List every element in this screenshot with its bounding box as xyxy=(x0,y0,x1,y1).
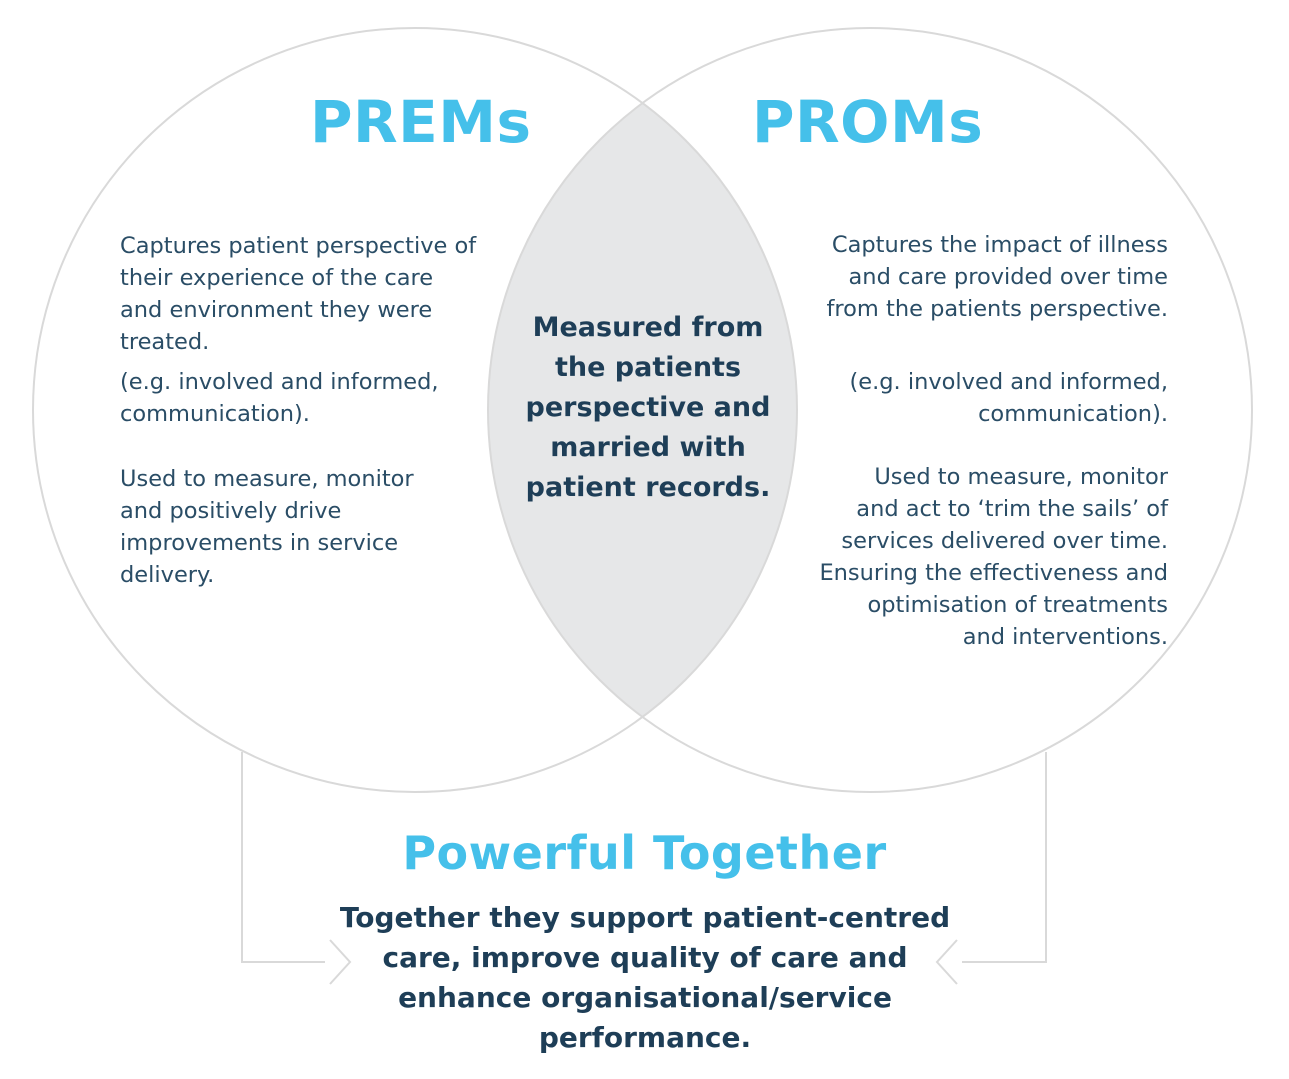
powerful-together-text: Together they support patient-centred ca… xyxy=(339,901,951,1054)
powerful-together-title: Powerful Together xyxy=(402,826,887,880)
prems-title: PREMs xyxy=(310,88,532,156)
proms-example: (e.g. involved and informed, communicati… xyxy=(849,369,1168,427)
proms-circle xyxy=(487,27,1253,793)
overlap-text: Measured from the patients perspective a… xyxy=(525,312,771,503)
left-arrow-chevron xyxy=(329,939,352,985)
right-connector-line xyxy=(962,752,1047,963)
overlap-region xyxy=(488,28,797,792)
prems-purpose: Used to measure, monitor and positively … xyxy=(120,466,414,588)
proms-title: PROMs xyxy=(752,88,984,156)
proms-description: Captures the impact of illness and care … xyxy=(826,232,1168,322)
left-connector-line xyxy=(241,752,325,963)
prems-example: (e.g. involved and informed, communicati… xyxy=(120,369,439,427)
prems-circle xyxy=(32,27,798,793)
proms-purpose: Used to measure, monitor and act to ‘tri… xyxy=(819,464,1168,650)
right-arrow-chevron xyxy=(935,939,958,985)
prems-description: Captures patient perspective of their ex… xyxy=(120,233,477,355)
